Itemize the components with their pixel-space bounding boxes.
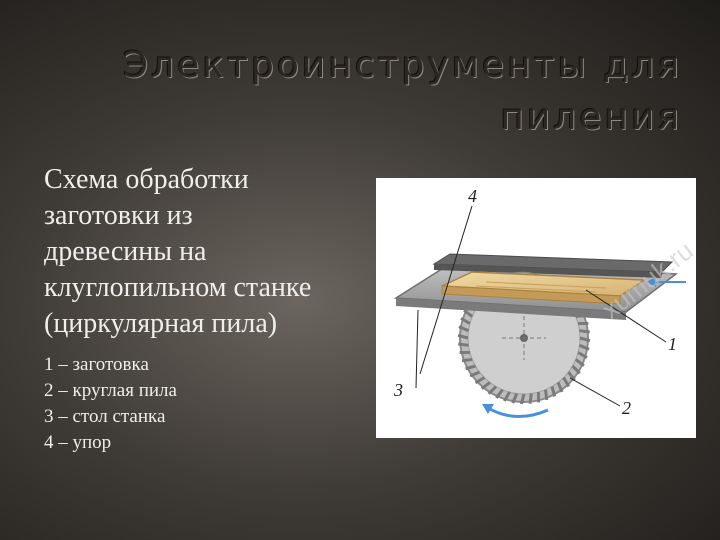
legend-item: 2 – круглая пила — [44, 380, 177, 401]
title-line-1: Электроинструменты для — [123, 45, 682, 86]
description-line: (циркулярная пила) — [44, 308, 278, 339]
description-line: клуглопильном станке — [44, 272, 312, 303]
leader-lines — [415, 205, 667, 407]
legend-item: 3 – стол станка — [44, 406, 166, 427]
description-line: заготовки из — [44, 200, 193, 231]
description-line: древесины на — [44, 236, 207, 267]
feed-direction-arrow — [646, 277, 686, 287]
slide-body: Схема обработки заготовки из древесины н… — [44, 162, 384, 456]
wood-workpiece — [441, 271, 647, 305]
label-3: 3 — [393, 380, 403, 400]
description: Схема обработки заготовки из древесины н… — [44, 162, 384, 342]
slide-title: Электроинструменты для пиления — [62, 40, 682, 144]
label-1: 1 — [668, 334, 677, 354]
title-line-2: пиления — [500, 97, 682, 138]
description-line: Схема обработки — [44, 164, 249, 195]
label-4: 4 — [468, 186, 477, 206]
label-2: 2 — [622, 398, 631, 418]
rip-fence — [432, 253, 674, 278]
legend-item: 1 – заготовка — [44, 354, 149, 375]
saw-diagram-image: 4 1 3 2 xumuk.ru — [376, 178, 696, 438]
legend-item: 4 – упор — [44, 432, 112, 453]
legend: 1 – заготовка 2 – круглая пила 3 – стол … — [44, 352, 384, 456]
rotation-arrow — [482, 404, 549, 419]
